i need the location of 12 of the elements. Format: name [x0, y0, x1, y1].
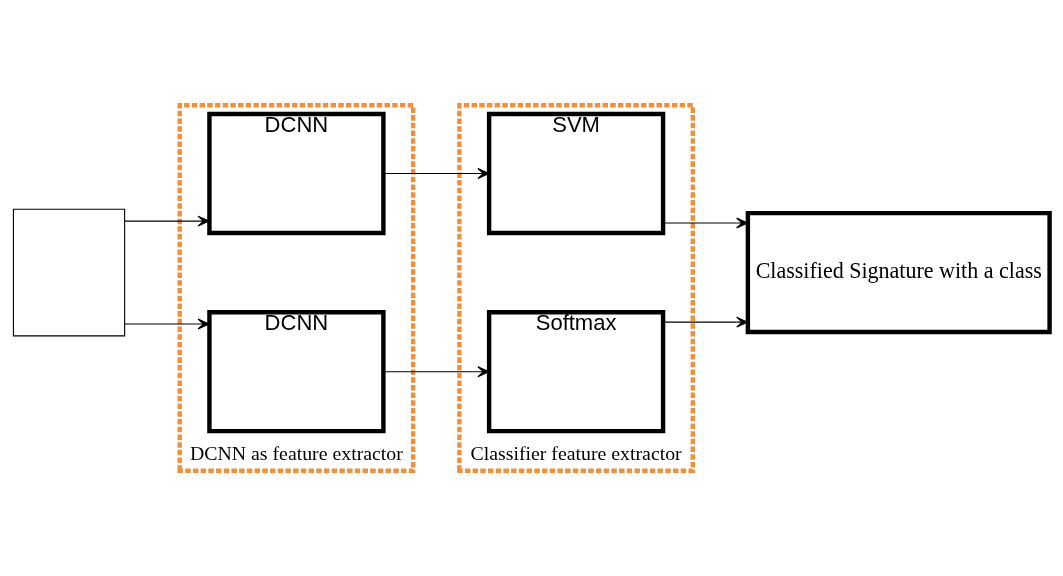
node-box: Softmax: [486, 310, 666, 434]
node-box: Classified Signature with a class: [745, 210, 1052, 335]
arrow: [383, 168, 490, 179]
node-box: DCNN: [207, 111, 386, 236]
arrow: [662, 316, 749, 328]
arrow: [662, 217, 749, 229]
node-box: SVM: [486, 111, 666, 236]
arrow: [124, 215, 210, 227]
arrow: [383, 366, 490, 378]
node-box: DCNN: [207, 310, 386, 434]
node-box: [12, 208, 126, 337]
arrow: [124, 318, 210, 330]
